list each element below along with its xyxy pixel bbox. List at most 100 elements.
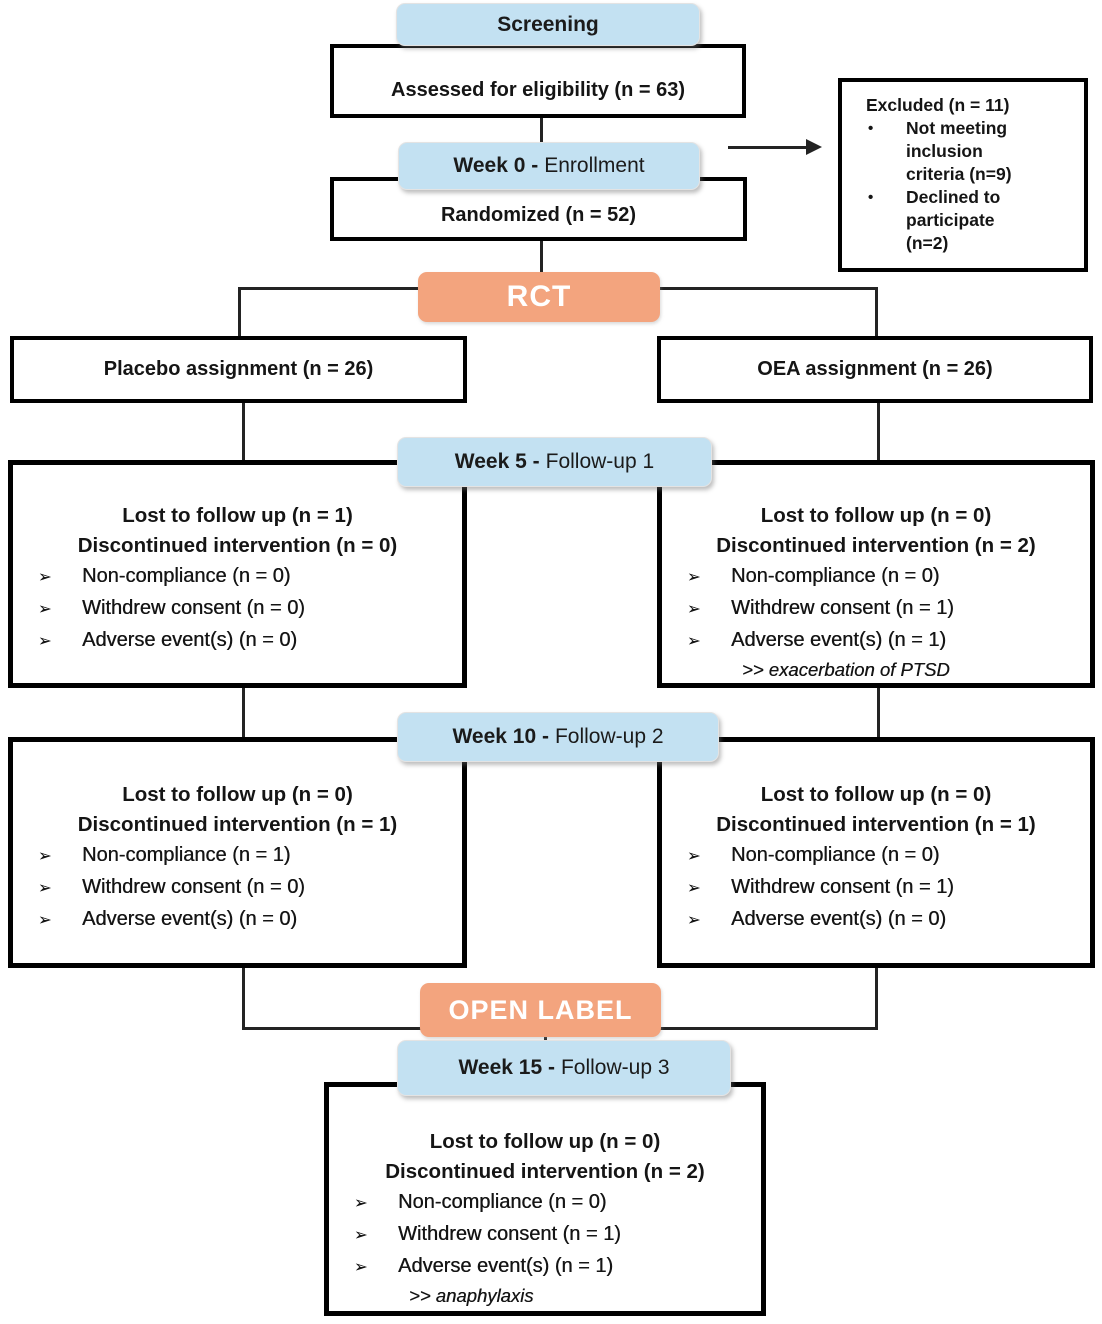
connector-fu2-openlabel-left-horizontal (242, 1027, 422, 1030)
connector-excluded-arrow-shaft (728, 146, 808, 149)
fu1-placebo-box: Lost to follow up (n = 1) Discontinued i… (8, 460, 467, 688)
week15-bold: Week 15 - (458, 1056, 555, 1079)
week0-rest: Enrollment (544, 154, 645, 177)
bullet-text: Withdrew consent (n = 0) (82, 597, 305, 619)
week5-bold: Week 5 - (454, 450, 540, 473)
arrowhead-bullet-icon: ➢ (687, 880, 701, 897)
connector-rct-right-horizontal (658, 287, 878, 290)
bullet-text: Adverse event(s) (n = 1) (731, 629, 947, 651)
fu2-right-bullet: ➢ Withdrew consent (n = 1) (662, 872, 1090, 904)
connector-fu2-openlabel-right-horizontal (659, 1027, 878, 1030)
week5-rest: Follow-up 1 (545, 450, 655, 473)
fu2-left-line2: Discontinued intervention (n = 1) (77, 813, 398, 836)
bullet-text: Adverse event(s) (n = 0) (82, 629, 298, 651)
connector-rct-left-horizontal (238, 287, 420, 290)
bullet-text: Non-compliance (n = 0) (82, 565, 291, 587)
connector-fu1-fu2-right (877, 688, 880, 738)
bullet-text: Withdrew consent (n = 1) (731, 876, 954, 898)
connector-assessed-week0 (540, 116, 543, 146)
week15-badge: Week 15 - Follow-up 3 (397, 1040, 731, 1096)
excluded-arrowhead-icon (806, 139, 822, 155)
fu1-right-bullet: ➢ Adverse event(s) (n = 1) (662, 625, 1090, 657)
fu1-left-bullet: ➢ Withdrew consent (n = 0) (13, 593, 462, 625)
bullet-text: Non-compliance (n = 0) (398, 1191, 607, 1213)
arrowhead-bullet-icon: ➢ (38, 601, 52, 618)
rct-label: RCT (506, 280, 572, 313)
fu2-right-line1: Lost to follow up (n = 0) (760, 783, 992, 806)
connector-rct-right-vertical (875, 287, 878, 337)
fu3-line2: Discontinued intervention (n = 2) (385, 1160, 705, 1183)
excluded-item: • Not meeting inclusion criteria (n=9) (848, 117, 1078, 186)
fu1-right-line2: Discontinued intervention (n = 2) (716, 534, 1036, 557)
week15-rest: Follow-up 3 (560, 1056, 670, 1079)
arrowhead-bullet-icon: ➢ (354, 1195, 368, 1212)
bullet-text: Adverse event(s) (n = 0) (731, 908, 947, 930)
arrowhead-bullet-icon: ➢ (38, 569, 52, 586)
fu2-left-bullet: ➢ Withdrew consent (n = 0) (13, 872, 462, 904)
screening-badge: Screening (396, 3, 700, 46)
fu1-oea-box: Lost to follow up (n = 0) Discontinued i… (657, 460, 1095, 688)
week5-badge: Week 5 - Follow-up 1 (397, 437, 712, 487)
excluded-item-text: Declined to participate (n=2) (906, 187, 1001, 253)
fu3-bullet: ➢ Adverse event(s) (n = 1) (329, 1251, 761, 1283)
connector-oea-fu1 (877, 403, 880, 461)
fu2-placebo-box: Lost to follow up (n = 0) Discontinued i… (8, 737, 467, 968)
arrowhead-bullet-icon: ➢ (687, 601, 701, 618)
connector-rct-left-vertical (238, 287, 241, 337)
arrowhead-bullet-icon: ➢ (687, 633, 701, 650)
fu2-left-bullet: ➢ Adverse event(s) (n = 0) (13, 904, 462, 936)
excluded-title: Excluded (n = 11) (866, 95, 1010, 115)
placebo-assignment-box: Placebo assignment (n = 26) (10, 336, 467, 403)
fu1-left-line2: Discontinued intervention (n = 0) (77, 534, 398, 557)
excluded-box: Excluded (n = 11) • Not meeting inclusio… (838, 78, 1088, 272)
bullet-text: Withdrew consent (n = 1) (398, 1223, 621, 1245)
week10-bold: Week 10 - (452, 725, 549, 748)
connector-fu1-fu2-left (242, 688, 245, 738)
fu2-right-line2: Discontinued intervention (n = 1) (716, 813, 1036, 836)
rct-badge: RCT (418, 272, 660, 322)
week0-badge: Week 0 - Enrollment (398, 142, 700, 190)
bullet-text: Adverse event(s) (n = 1) (398, 1255, 614, 1277)
arrowhead-bullet-icon: ➢ (38, 848, 52, 865)
arrowhead-bullet-icon: ➢ (687, 848, 701, 865)
fu1-left-bullet: ➢Adverse event(s) (n = 0) (13, 625, 462, 657)
fu3-line1: Lost to follow up (n = 0) (429, 1130, 661, 1153)
bullet-text: Withdrew consent (n = 1) (731, 597, 954, 619)
connector-fu2-openlabel-right-vertical (875, 968, 878, 1030)
connector-openlabel-week15 (544, 1035, 547, 1043)
screening-label: Screening (497, 12, 599, 36)
fu2-left-bullet: ➢ Non-compliance (n = 1) (13, 840, 462, 872)
open-label-text: OPEN LABEL (448, 994, 633, 1025)
fu1-left-line1: Lost to follow up (n = 1) (122, 504, 353, 527)
fu3-bullet: ➢ Withdrew consent (n = 1) (329, 1219, 761, 1251)
connector-fu2-openlabel-left-vertical (242, 968, 245, 1030)
bullet-text: Adverse event(s) (n = 0) (82, 908, 298, 930)
fu1-right-line1: Lost to follow up (n = 0) (760, 504, 992, 527)
fu1-right-bullet: ➢ Withdrew consent (n = 1) (662, 593, 1090, 625)
bullet-text: Non-compliance (n = 1) (82, 844, 291, 866)
fu1-right-note: >> exacerbation of PTSD (742, 659, 950, 680)
connector-randomized-rct (540, 241, 543, 273)
arrowhead-bullet-icon: ➢ (38, 912, 52, 929)
fu1-right-bullet: ➢Non-compliance (n = 0) (662, 561, 1090, 593)
arrowhead-bullet-icon: ➢ (38, 880, 52, 897)
fu3-box: Lost to follow up (n = 0) Discontinued i… (324, 1082, 766, 1316)
placebo-label: Placebo assignment (n = 26) (103, 358, 374, 380)
fu2-right-bullet: ➢ Adverse event(s) (n = 0) (662, 904, 1090, 936)
excluded-item: • Declined to participate (n=2) (848, 186, 1078, 255)
bullet-dot-icon: • (868, 189, 874, 206)
bullet-text: Non-compliance (n = 0) (731, 565, 940, 587)
arrowhead-bullet-icon: ➢ (354, 1227, 368, 1244)
connector-placebo-fu1 (242, 403, 245, 461)
week0-bold: Week 0 - (453, 154, 539, 177)
bullet-text: Withdrew consent (n = 0) (82, 876, 305, 898)
arrowhead-bullet-icon: ➢ (687, 912, 701, 929)
arrowhead-bullet-icon: ➢ (354, 1259, 368, 1276)
fu2-oea-box: Lost to follow up (n = 0) Discontinued i… (657, 737, 1095, 968)
assessed-label: Assessed for eligibility (n = 63) (391, 78, 685, 101)
bullet-text: Non-compliance (n = 0) (731, 844, 940, 866)
fu3-bullet: ➢ Non-compliance (n = 0) (329, 1187, 761, 1219)
week10-badge: Week 10 - Follow-up 2 (397, 712, 719, 762)
fu3-note: >> anaphylaxis (409, 1285, 534, 1306)
